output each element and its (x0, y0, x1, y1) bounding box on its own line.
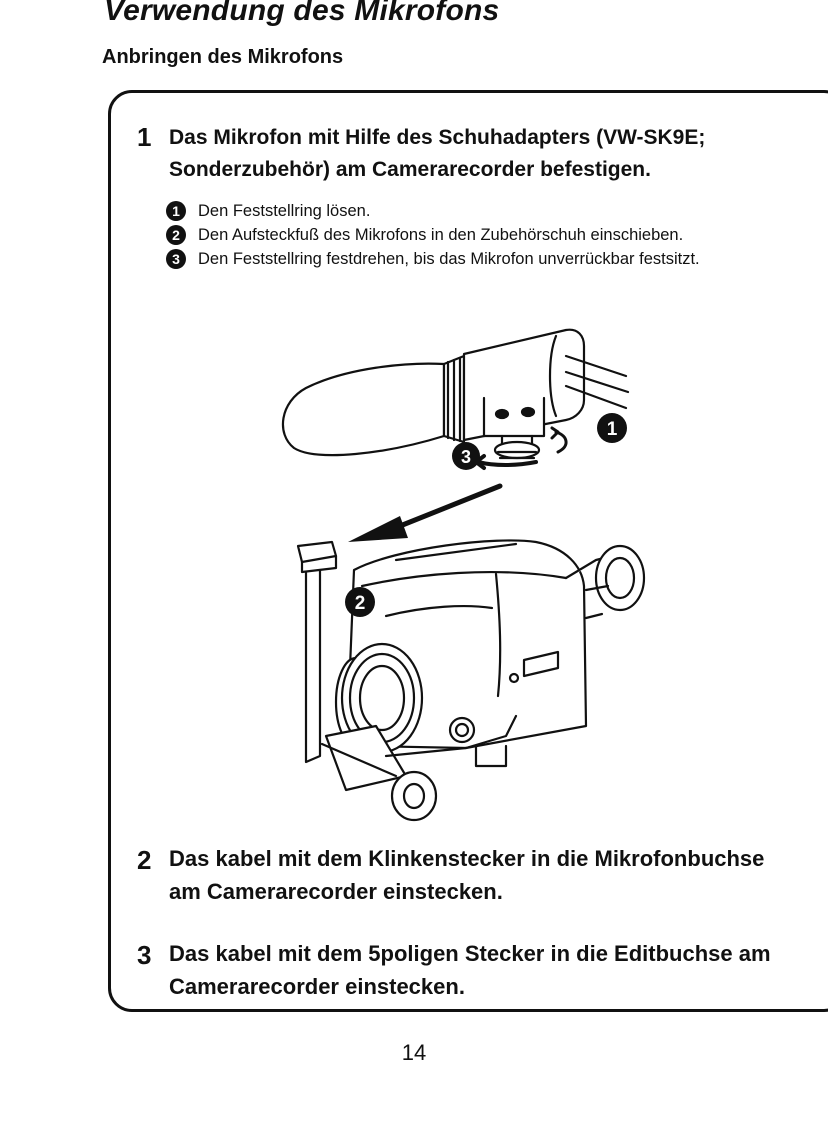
step-text: Das kabel mit dem Klinkenstecker in die … (169, 846, 765, 904)
section-title: Verwendung des Mikrofons (104, 0, 500, 27)
shoe-adapter-icon (296, 540, 338, 764)
subsection-title: Anbringen des Mikrofons (102, 46, 344, 68)
camcorder-microphone-illustration: 1 3 2 (281, 328, 646, 822)
tighten-arrow-icon (476, 460, 538, 467)
substep-list: 1 Den Feststellring lösen. 2 Den Aufstec… (166, 200, 806, 270)
substep-1: 1 Den Feststellring lösen. (166, 200, 806, 222)
substep-3: 3 Den Feststellring festdrehen, bis das … (166, 248, 806, 270)
callout-3-icon: 3 (452, 442, 480, 470)
badge-2-icon: 2 (166, 225, 186, 245)
substep-text: Den Feststellring lösen. (198, 202, 371, 220)
step-text: Das Mikrofon mit Hilfe des Schuhadapters… (169, 126, 706, 181)
badge-1-icon: 1 (166, 201, 186, 221)
page-number: 14 (401, 1040, 427, 1065)
callout-2-label: 2 (355, 593, 366, 614)
substep-2: 2 Den Aufsteckfuß des Mikrofons in den Z… (166, 224, 806, 246)
camcorder-icon (320, 539, 646, 822)
loosen-arrow-icon (554, 430, 568, 454)
arrow-icon (348, 483, 503, 542)
callout-3-label: 3 (461, 447, 471, 467)
step-number: 3 (137, 940, 152, 970)
callout-1-icon: 1 (597, 413, 627, 443)
step-number: 2 (137, 845, 152, 875)
substep-text: Den Aufsteckfuß des Mikrofons in den Zub… (198, 226, 684, 244)
step-number: 1 (137, 122, 152, 152)
callout-2-icon: 2 (345, 587, 375, 617)
microphone-icon (281, 328, 630, 460)
substep-text: Den Feststellring festdrehen, bis das Mi… (198, 250, 700, 268)
instructions-frame (108, 90, 828, 1012)
badge-3-icon: 3 (166, 249, 186, 269)
callout-1-label: 1 (607, 419, 618, 440)
step-text: Das kabel mit dem 5poligen Stecker in di… (169, 941, 771, 999)
